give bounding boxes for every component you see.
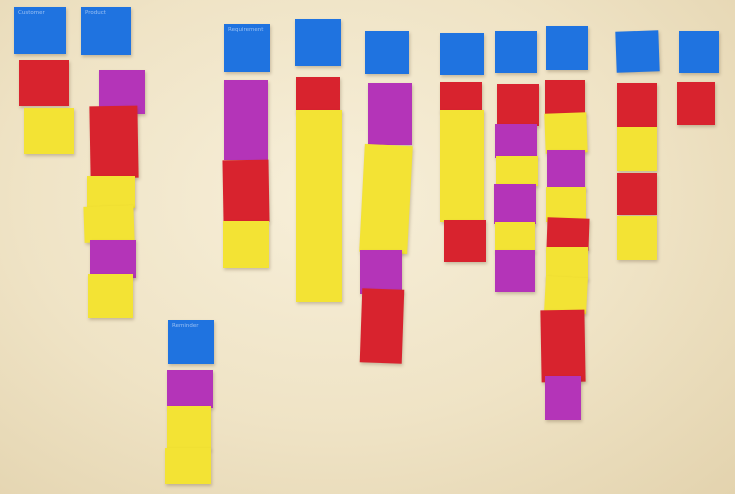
- note-text: Requirement: [228, 27, 264, 33]
- note-text: [227, 163, 265, 164]
- sticky-note-blue: [495, 31, 537, 73]
- sticky-note-blue: [440, 33, 484, 75]
- note-text: [87, 208, 129, 209]
- sticky-note-red: [545, 80, 585, 116]
- note-text: [550, 279, 584, 281]
- sticky-note-red: [222, 159, 270, 223]
- sticky-note-red: [546, 217, 590, 251]
- sticky-note-yellow: [359, 143, 413, 255]
- note-text: [548, 115, 582, 116]
- sticky-note-blue: [679, 31, 719, 73]
- sticky-note-red: [89, 105, 139, 179]
- sticky-note-yellow: [546, 187, 586, 222]
- sticky-note-magenta: [167, 370, 213, 408]
- sticky-note-red: [540, 309, 586, 383]
- sticky-note-yellow: [167, 406, 211, 450]
- sticky-note-magenta: [224, 80, 268, 160]
- sticky-note-blue: [295, 19, 341, 66]
- note-text: [551, 220, 585, 221]
- sticky-note-yellow: [617, 216, 657, 260]
- sticky-note-yellow: [495, 222, 535, 252]
- sticky-note-blue: Product: [81, 7, 131, 55]
- sticky-note-red: [19, 60, 69, 106]
- sticky-note-yellow: [617, 127, 657, 171]
- note-text: [544, 313, 580, 314]
- sticky-note-magenta: [360, 250, 402, 294]
- sticky-note-magenta: [495, 250, 535, 292]
- note-text: [93, 109, 133, 110]
- sticky-note-magenta: [368, 83, 412, 145]
- sticky-note-yellow: [223, 221, 269, 268]
- sticky-note-magenta: [545, 376, 581, 420]
- note-text: [366, 291, 400, 292]
- sticky-note-yellow: [165, 448, 211, 484]
- sticky-note-red: [359, 288, 405, 364]
- sticky-note-red: [677, 82, 715, 125]
- sticky-note-blue: Reminder: [168, 320, 214, 364]
- sticky-note-blue: Customer: [14, 7, 66, 54]
- sticky-note-magenta: [494, 184, 536, 224]
- sticky-note-blue: [546, 26, 588, 70]
- sticky-note-magenta: [90, 240, 136, 278]
- sticky-note-red: [497, 84, 539, 126]
- note-text: Reminder: [172, 323, 199, 329]
- sticky-note-blue: [615, 30, 660, 73]
- note-text: Customer: [18, 10, 45, 16]
- sticky-note-red: [617, 83, 657, 127]
- sticky-note-blue: [365, 31, 409, 74]
- sticky-note-yellow: [440, 110, 484, 222]
- sticky-note-red: [617, 173, 657, 215]
- sticky-note-blue: Requirement: [224, 24, 270, 72]
- sticky-note-yellow: [24, 108, 74, 154]
- sticky-note-yellow: [87, 176, 135, 208]
- note-text: [619, 33, 654, 34]
- sticky-note-red: [444, 220, 486, 262]
- sticky-note-yellow: [546, 247, 588, 280]
- sticky-note-yellow: [83, 205, 135, 243]
- sticky-note-magenta: [547, 150, 585, 190]
- sticky-note-yellow: [544, 112, 588, 154]
- note-text: Product: [85, 10, 106, 16]
- sticky-note-red: [440, 82, 482, 112]
- sticky-note-yellow: [296, 110, 342, 302]
- sticky-note-yellow: [544, 275, 588, 315]
- note-text: [369, 147, 409, 149]
- sticky-note-yellow: [88, 274, 133, 318]
- sticky-note-red: [296, 77, 340, 113]
- sticky-note-magenta: [495, 124, 537, 158]
- sticky-note-yellow: [496, 156, 538, 186]
